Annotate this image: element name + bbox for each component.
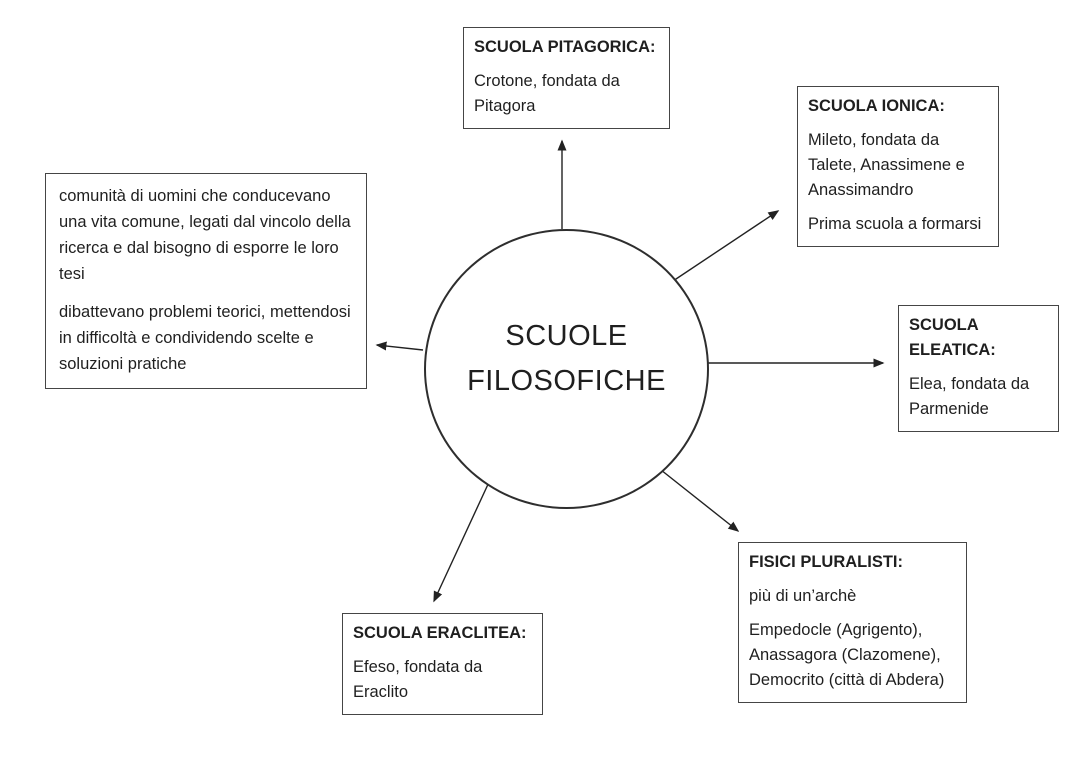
center-node-scuole-filosofiche: SCUOLE FILOSOFICHE [424,229,709,509]
center-node-label: SCUOLE FILOSOFICHE [467,314,666,404]
node-scuola-ionica: SCUOLA IONICA: Mileto, fondata da Talete… [797,86,999,247]
center-label-line1: SCUOLE [505,320,628,352]
node-fisici-pluralisti-text-2: Empedocle (Agrigento), Anassagora (Clazo… [749,621,945,689]
node-comunita-description: comunità di uomini che conducevano una v… [45,173,367,389]
arrow-to-comunita [375,341,424,351]
center-label-line2: FILOSOFICHE [467,365,666,397]
node-scuola-eraclitea-text: Efeso, fondata da Eraclito [353,658,483,701]
node-scuola-pitagorica-title: SCUOLA PITAGORICA: [474,38,656,56]
node-fisici-pluralisti: FISICI PLURALISTI: più di un’archè Emped… [738,542,967,703]
node-scuola-pitagorica: SCUOLA PITAGORICA: Crotone, fondata da P… [463,27,670,129]
node-comunita-text-2: dibattevano problemi teorici, mettendosi… [59,303,351,373]
arrow-to-eraclitea [433,479,491,603]
node-fisici-pluralisti-title: FISICI PLURALISTI: [749,553,903,571]
node-scuola-pitagorica-text: Crotone, fondata da Pitagora [474,72,620,115]
node-scuola-eleatica: SCUOLA ELEATICA: Elea, fondata da Parmen… [898,305,1059,432]
node-scuola-eraclitea-title: SCUOLA ERACLITEA: [353,624,527,642]
arrow-to-ionica [672,210,780,282]
node-scuola-ionica-title: SCUOLA IONICA: [808,97,945,115]
node-scuola-eleatica-text: Elea, fondata da Parmenide [909,375,1030,418]
node-fisici-pluralisti-text-1: più di un’archè [749,587,857,605]
node-scuola-eraclitea: SCUOLA ERACLITEA: Efeso, fondata da Erac… [342,613,543,715]
node-scuola-eleatica-title: SCUOLA ELEATICA: [909,316,996,359]
node-comunita-text-1: comunità di uomini che conducevano una v… [59,187,351,283]
node-scuola-ionica-text-1: Mileto, fondata da Talete, Anassimene e … [808,131,965,199]
arrow-to-pluralisti [655,465,740,532]
node-scuola-ionica-text-2: Prima scuola a formarsi [808,215,982,233]
